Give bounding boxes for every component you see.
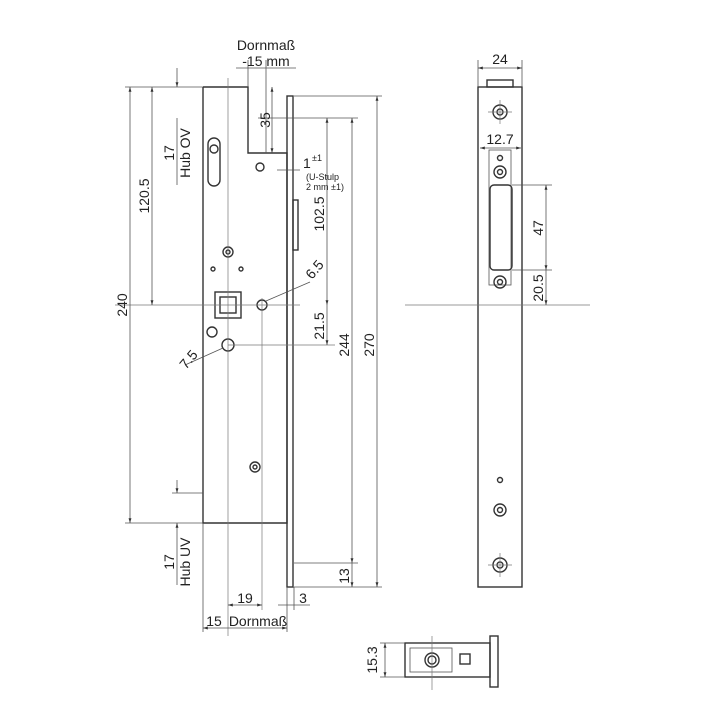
hub-ov-label: Hub OV — [177, 127, 193, 177]
screw-hole-lower — [249, 461, 261, 473]
faceplate-edge — [489, 635, 499, 688]
latch-bolt — [292, 199, 299, 251]
hole — [493, 165, 507, 179]
dim-21-5: 21.5 — [311, 312, 327, 339]
hole — [493, 275, 507, 289]
hole-inner — [496, 278, 504, 286]
dim-1: 1 — [303, 155, 311, 171]
dim-47: 47 — [530, 220, 546, 236]
dim-35: 35 — [257, 112, 273, 128]
rivet — [255, 162, 265, 172]
u-stulp-2mm-note: 2 mm ±1) — [306, 182, 344, 192]
hub-outline — [409, 647, 453, 673]
inner-outline — [488, 149, 512, 286]
dim-13: 13 — [336, 568, 352, 584]
hub-uv-value: 17 — [161, 554, 177, 570]
small-window — [459, 653, 471, 665]
hole — [493, 503, 507, 517]
front-view: Dornmaß -15 mm 35 1 ±1 (U-Stulp 2 mm ±1)… — [114, 37, 382, 636]
side-view: 24 12.7 47 20.5 — [405, 51, 590, 588]
dornmass-bottom-label: Dornmaß — [229, 613, 287, 629]
small-hole — [206, 326, 218, 338]
dim-3: 3 — [299, 590, 307, 606]
dim-20-5: 20.5 — [530, 274, 546, 301]
faceplate — [286, 95, 294, 588]
dim-12-7: 12.7 — [486, 131, 513, 147]
u-stulp-note: (U-Stulp — [306, 172, 339, 182]
screw-hole-center — [252, 464, 258, 470]
small-hole — [496, 154, 504, 162]
bottom-view: 15.3 — [364, 635, 499, 690]
dim-7-5: 7.5 — [176, 347, 201, 372]
hub-ov-value: 17 — [161, 145, 177, 161]
dim-270: 270 — [361, 333, 377, 357]
dim-120-5: 120.5 — [136, 178, 152, 213]
slot-pin — [209, 144, 219, 154]
dornmass-offset-label: -15 mm — [242, 53, 289, 69]
dornmass-top-label: Dornmaß — [237, 37, 295, 53]
dim-15-3: 15.3 — [364, 646, 380, 673]
small-hole — [496, 476, 504, 484]
hole-inner — [496, 506, 504, 514]
dim-102-5: 102.5 — [311, 196, 327, 231]
slot-hole — [207, 137, 221, 187]
latch-opening — [489, 184, 513, 271]
dim-244: 244 — [336, 333, 352, 357]
dim-6-5: 6.5 — [302, 257, 327, 282]
dim-15: 15 — [206, 613, 222, 629]
dim-24: 24 — [492, 51, 508, 67]
dim-240: 240 — [114, 293, 130, 317]
hub-uv-label: Hub UV — [177, 537, 193, 587]
dim-19: 19 — [237, 590, 253, 606]
small-hole — [210, 266, 216, 272]
small-hole — [238, 266, 244, 272]
dim-1-tolerance: ±1 — [312, 153, 322, 163]
hole-inner — [496, 168, 504, 176]
top-tab — [486, 79, 514, 88]
